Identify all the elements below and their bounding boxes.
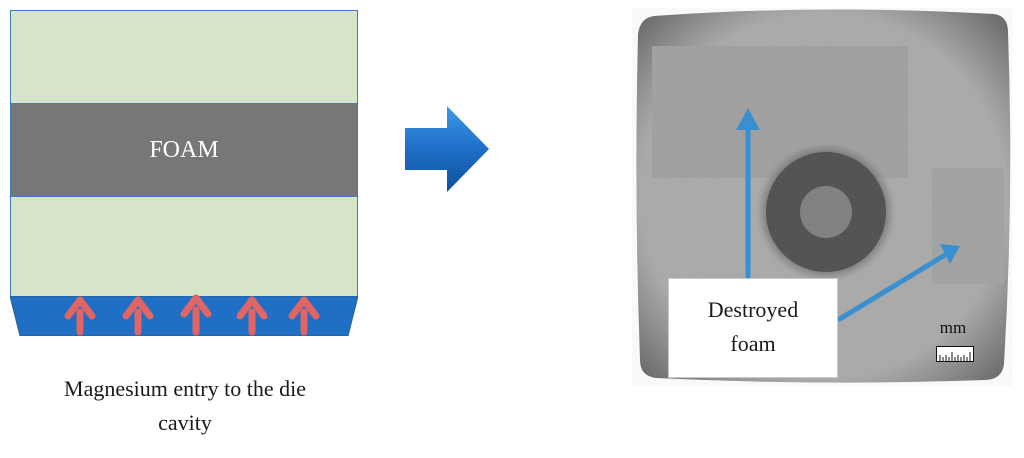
arrow-up-icon [292, 300, 316, 332]
arrow-up-icon [184, 298, 208, 332]
foam-label: FOAM [10, 137, 358, 164]
arrow-right-icon [405, 106, 489, 192]
caption-line-1: Magnesium entry to the die [10, 372, 360, 406]
lower-die-layer [10, 196, 358, 297]
inflow-arrows-group [10, 286, 358, 338]
upper-die-layer [10, 10, 358, 104]
arrow-up-icon [126, 300, 150, 332]
arrow-up-icon [240, 300, 264, 332]
scale-unit-label: mm [928, 318, 978, 338]
destroyed-foam-label: Destroyed foam [668, 278, 838, 378]
ruler-icon [936, 346, 974, 362]
arrow-up-icon [68, 300, 92, 332]
label-line-2: foam [669, 327, 837, 361]
label-line-1: Destroyed [669, 293, 837, 327]
inlet-caption: Magnesium entry to the die cavity [10, 372, 360, 440]
caption-line-2: cavity [10, 406, 360, 440]
